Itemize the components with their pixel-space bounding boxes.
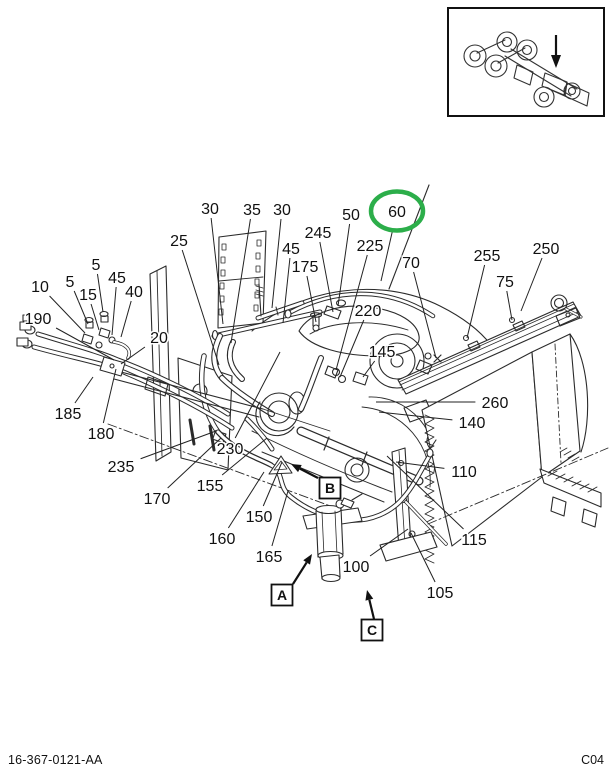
leader-line	[230, 218, 251, 344]
ref-box-C: C	[360, 590, 384, 642]
part-number-label: 255	[474, 248, 501, 265]
leader-line	[120, 346, 146, 365]
part-number-label: 5	[66, 274, 75, 291]
leader-line	[319, 241, 334, 313]
leader-line	[395, 461, 445, 469]
part-number-label: 15	[79, 287, 97, 304]
leader-line	[262, 461, 283, 507]
leader-line	[102, 368, 117, 424]
page-code: C04	[581, 753, 604, 767]
radiator-assembly	[421, 333, 602, 564]
leader-line	[337, 223, 351, 307]
ref-box-B: B	[291, 464, 342, 500]
leader-line	[271, 218, 282, 309]
leader-line	[271, 490, 289, 547]
part-number-label: 185	[55, 406, 82, 423]
location-inset-box	[447, 7, 605, 117]
part-number-label: 170	[144, 491, 171, 508]
part-number-label: 230	[217, 441, 244, 458]
part-number-label: 140	[459, 415, 486, 432]
leader-line	[306, 275, 317, 323]
part-number-label: 45	[282, 241, 300, 258]
part-number-label: 30	[273, 202, 291, 219]
part-number-label: 10	[31, 279, 49, 296]
part-number-label: 50	[342, 207, 360, 224]
part-number-label: 190	[25, 311, 52, 328]
part-number-label: 45	[108, 270, 126, 287]
leader-line	[55, 327, 115, 361]
part-number-label: 160	[209, 531, 236, 548]
leader-line	[227, 471, 265, 529]
leader-line	[73, 290, 89, 325]
leader-line	[362, 360, 376, 378]
part-number-label: 110	[451, 464, 477, 481]
leader-line	[111, 286, 117, 336]
part-number-label: 250	[533, 241, 560, 258]
part-number-label: 60	[388, 204, 406, 221]
leader-line	[380, 230, 393, 282]
part-number-label: 165	[256, 549, 283, 566]
part-number-label: 225	[357, 238, 384, 255]
part-number-label: 155	[197, 478, 224, 495]
part-number-label: 20	[150, 330, 168, 347]
ref-box-A: A	[270, 554, 312, 607]
part-number-label: 180	[88, 426, 115, 443]
leader-line	[181, 249, 220, 366]
leader-line	[167, 437, 222, 489]
part-number-label: 260	[482, 395, 509, 412]
leader-line	[74, 376, 94, 404]
fitting-cluster	[81, 310, 131, 377]
part-number-label: 220	[355, 303, 382, 320]
receiver-drier	[302, 493, 363, 583]
leader-line	[506, 290, 513, 321]
leader-line	[120, 300, 132, 338]
part-number-label: 70	[402, 255, 420, 272]
part-number-label: 235	[108, 459, 135, 476]
ref-box-letter: A	[277, 587, 287, 603]
leader-line	[210, 217, 224, 325]
leader-line	[520, 257, 543, 312]
part-number-label: 5	[92, 257, 101, 274]
part-number-label: 175	[292, 259, 319, 276]
part-number-label: 145	[369, 344, 396, 361]
part-number-label: 75	[496, 274, 514, 291]
leader-line	[335, 254, 368, 371]
part-number-label: 25	[170, 233, 188, 250]
part-number-label: 30	[201, 201, 219, 218]
leader-line	[378, 411, 453, 421]
leader-line	[339, 319, 365, 378]
ref-box-letter: C	[367, 622, 377, 638]
part-number-label: 105	[427, 585, 454, 602]
truck-chassis-icon	[463, 31, 590, 108]
ac-hose-60	[284, 291, 436, 319]
part-number-label: 245	[305, 225, 332, 242]
highlight-ellipse	[368, 189, 426, 233]
leader-line	[234, 351, 281, 439]
leader-line	[90, 303, 100, 331]
part-number-label: 150	[246, 509, 273, 526]
condenser-bar	[397, 294, 583, 395]
leader-line	[49, 295, 86, 334]
leader-line	[221, 437, 268, 476]
leader-line	[282, 257, 291, 324]
ref-box-letter: B	[325, 480, 335, 496]
heater-pipes	[211, 283, 323, 341]
location-arrow-icon	[551, 35, 561, 68]
leader-line	[140, 430, 217, 460]
leader-line	[413, 271, 437, 359]
leader-line	[369, 528, 409, 557]
part-number-label: 35	[243, 202, 261, 219]
part-number-label: 100	[343, 559, 370, 576]
leader-line	[96, 273, 104, 313]
leader-line	[410, 532, 436, 583]
part-number-label: 40	[125, 284, 143, 301]
figure-number: 16-367-0121-AA	[8, 753, 103, 767]
part-number-label: 115	[461, 532, 487, 549]
centerlines	[107, 423, 609, 525]
leader-line	[386, 455, 464, 530]
leader-line	[466, 264, 486, 339]
